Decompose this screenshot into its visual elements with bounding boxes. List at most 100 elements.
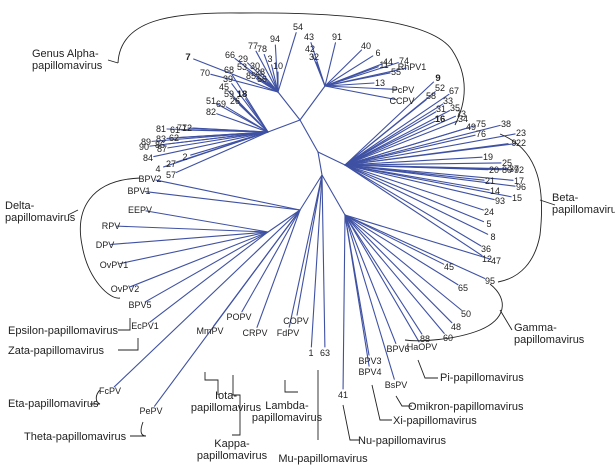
tree-branch xyxy=(344,214,445,265)
leaf-label: 1 xyxy=(308,348,313,358)
leaf-label: 60 xyxy=(443,333,453,343)
leaf-label: 11 xyxy=(379,60,388,70)
tree-branch xyxy=(344,128,466,166)
tree-branch xyxy=(344,164,516,187)
leaf-label: 96 xyxy=(516,182,526,192)
leaf-label: DPV xyxy=(96,240,115,250)
tree-branch xyxy=(270,64,279,93)
tree-branch xyxy=(344,99,427,166)
leaf-label: 17 xyxy=(514,176,524,186)
genus-label-epsilon: Epsilon-papillomavirus xyxy=(8,325,119,337)
tree-branch xyxy=(116,225,269,233)
tree-branch xyxy=(344,164,483,257)
genus-label-delta: papillomavirus xyxy=(5,212,76,224)
leaf-label: COPV xyxy=(283,316,309,326)
leaf-label: 74 xyxy=(399,56,409,66)
leaf-label: 59 xyxy=(224,89,234,99)
leaf-label: 22 xyxy=(516,138,526,148)
leaf-label: BPV2 xyxy=(138,174,161,184)
zeta-bracket xyxy=(118,338,139,351)
tree-branch xyxy=(344,162,502,166)
genus-label-iota: papillomavirus xyxy=(191,402,262,414)
leaf-label: 3 xyxy=(267,54,272,64)
tree-branch xyxy=(266,81,279,93)
tree-branch xyxy=(344,156,483,166)
leaf-label: 7 xyxy=(185,52,190,63)
leaf-label: 30 xyxy=(250,61,260,71)
eta-bracket xyxy=(90,389,101,405)
leaf-label: 89 xyxy=(141,137,151,147)
tree-branch xyxy=(179,131,269,138)
tree-branch xyxy=(129,231,269,288)
tree-branch xyxy=(344,214,486,279)
leaf-label: 14 xyxy=(490,186,500,196)
genus-label-zeta: Zata-papillomavirus xyxy=(8,345,104,357)
tree-branch xyxy=(344,81,435,166)
leaf-label: 81 xyxy=(156,124,166,134)
genus-label-nu: Nu-papillomavirus xyxy=(358,435,447,447)
leaf-label: 13 xyxy=(375,78,385,88)
leaf-label: EEPV xyxy=(128,205,152,215)
leaf-label: BsPV xyxy=(385,380,408,390)
tree-branch xyxy=(342,214,346,390)
tree-branch xyxy=(321,174,326,348)
genus-label-theta: Theta-papillomavirus xyxy=(24,431,127,443)
tree-branch xyxy=(344,164,495,201)
leaf-label: 73 xyxy=(456,109,466,119)
leaf-label: 24 xyxy=(484,207,494,217)
genus-label-gamma: Gamma- xyxy=(514,322,557,334)
genus-label-mu: Mu-papillomavirus xyxy=(278,453,368,465)
tree-branch xyxy=(344,124,501,166)
tree-branch xyxy=(344,214,462,311)
leaf-label: 21 xyxy=(485,176,495,186)
genus-label-delta: Delta- xyxy=(5,200,35,212)
leaf-label: 76 xyxy=(476,129,486,139)
tree-branch xyxy=(256,209,301,328)
tree-branch xyxy=(344,214,370,367)
tree-branch xyxy=(165,131,269,145)
leaf-label: 41 xyxy=(338,390,348,400)
leaf-label: 48 xyxy=(451,322,461,332)
tree-branch xyxy=(344,164,489,235)
leaf-label: 45 xyxy=(444,262,454,272)
tree-branch xyxy=(315,61,326,87)
leaf-label: 95 xyxy=(485,276,495,286)
leaf-label: PePV xyxy=(139,406,162,416)
tree-branch xyxy=(344,133,516,166)
tree-branch xyxy=(216,113,269,133)
tree-branch xyxy=(344,120,458,166)
tree-branch xyxy=(225,106,269,133)
leaf-label: 66 xyxy=(225,50,235,60)
genus-label-kappa: papillomavirus xyxy=(197,450,268,462)
leaf-label: 6 xyxy=(375,48,380,58)
leaf-label: 56 xyxy=(257,74,267,84)
tree-branch xyxy=(310,174,323,348)
leaf-label: 49 xyxy=(466,122,476,132)
tree-branch xyxy=(324,82,375,87)
tree-branch xyxy=(144,231,269,303)
leaf-label: 8 xyxy=(490,232,495,242)
alpha-bracket-tick xyxy=(107,59,119,64)
leaf-label: 2 xyxy=(182,152,187,162)
leaf-label: 55 xyxy=(391,67,401,77)
tree-branch xyxy=(255,78,279,93)
genus-label-omikron: Omikron-papillomavirus xyxy=(408,401,524,413)
tree-branch xyxy=(321,174,346,216)
tree-branch xyxy=(239,104,269,133)
leaf-label: FcPV xyxy=(99,386,121,396)
leaf-label: 25 xyxy=(502,158,512,168)
epsilon-bracket xyxy=(118,318,131,331)
leaf-label: 42 xyxy=(305,44,315,54)
leaf-label: FdPV xyxy=(277,328,300,338)
tree-branch xyxy=(110,231,269,245)
leaf-label: 36 xyxy=(481,244,491,254)
leaf-label: 75 xyxy=(476,119,486,129)
leaf-label: 87 xyxy=(157,144,167,154)
leaf-label: 15 xyxy=(512,193,522,203)
leaf-label: 90 xyxy=(139,142,149,152)
gamma-bracket-tick xyxy=(499,309,513,331)
leaf-label: 29 xyxy=(238,54,248,64)
tree-branch xyxy=(344,214,491,260)
leaf-label: 43 xyxy=(304,32,314,42)
tree-branch xyxy=(324,63,383,87)
